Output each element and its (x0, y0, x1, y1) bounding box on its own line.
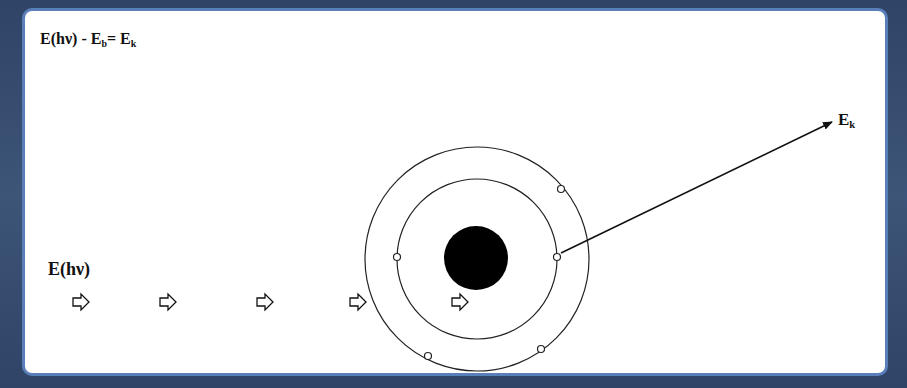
label-text: = E (107, 30, 131, 48)
subscript-text: k (131, 38, 137, 49)
label-text: E (838, 110, 849, 130)
label-text: E(hν) - E (40, 30, 101, 48)
photon-energy-label: E(hν) (48, 259, 90, 280)
energy-equation: E(hν) - Eb= Ek (40, 30, 136, 48)
content-panel (22, 8, 888, 376)
subscript-text: k (849, 119, 855, 130)
label-text: E(hν) (48, 259, 90, 280)
subscript-text: b (101, 38, 107, 49)
kinetic-energy-label: Ek (838, 110, 855, 130)
